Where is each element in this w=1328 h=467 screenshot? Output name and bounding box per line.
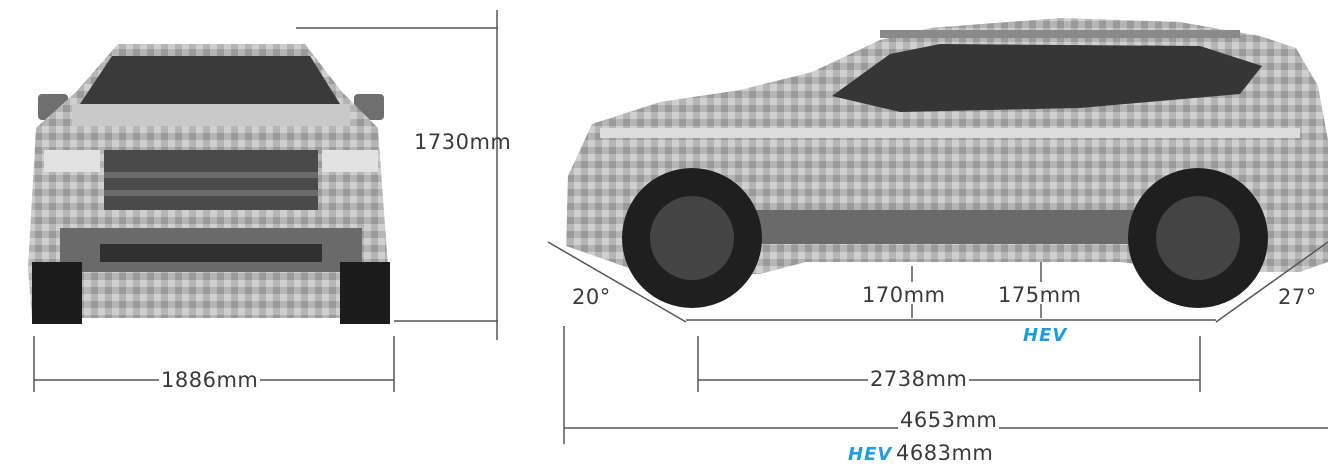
front-hood bbox=[72, 104, 350, 126]
side-lower-cladding bbox=[740, 210, 1140, 244]
approach-angle-line bbox=[547, 241, 687, 323]
front-view-car bbox=[28, 44, 390, 324]
side-windows bbox=[832, 44, 1262, 112]
front-grille bbox=[104, 150, 318, 210]
approach-angle-label: 20° bbox=[572, 285, 611, 309]
side-roof-rail bbox=[880, 30, 1240, 38]
ground-clearance-175-label: 175mm bbox=[998, 283, 1082, 307]
hev-badge-clearance: HEV bbox=[1023, 325, 1068, 346]
overall-length-label: 4653mm bbox=[898, 408, 1000, 432]
departure-angle-label: 27° bbox=[1278, 285, 1317, 309]
front-width-label: 1886mm bbox=[159, 368, 261, 392]
front-left-headlight bbox=[44, 150, 100, 172]
ground-clearance-170-label: 170mm bbox=[862, 283, 946, 307]
front-height-label: 1730mm bbox=[414, 130, 512, 154]
dimension-lines bbox=[33, 10, 1328, 444]
front-windshield bbox=[80, 56, 340, 104]
front-right-headlight bbox=[322, 150, 378, 172]
overall-length-hev-label: 4683mm bbox=[896, 441, 994, 465]
departure-angle-line bbox=[1215, 241, 1328, 323]
hev-badge-length: HEV bbox=[848, 444, 893, 465]
side-view-car bbox=[566, 18, 1328, 308]
front-right-tire bbox=[340, 262, 390, 324]
front-left-tire bbox=[32, 262, 82, 324]
wheelbase-label: 2738mm bbox=[868, 367, 970, 391]
